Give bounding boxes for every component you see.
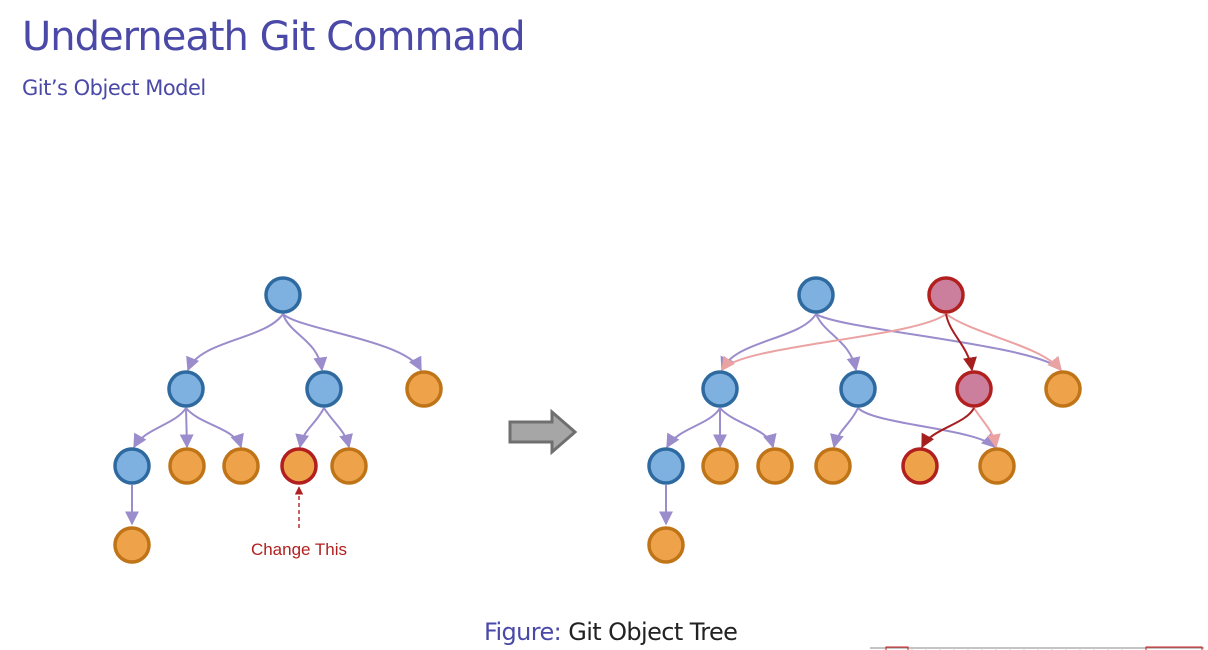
tree-node <box>167 370 205 408</box>
tree-node <box>839 370 877 408</box>
edge <box>973 407 1001 449</box>
change-annotation: Change This <box>251 540 347 559</box>
tree-node <box>305 370 343 408</box>
blob-node <box>405 370 443 408</box>
edge <box>185 407 244 449</box>
edge <box>815 313 861 372</box>
right-arrow-icon <box>508 408 578 456</box>
edge <box>830 407 859 449</box>
updated-tree <box>647 276 1082 564</box>
edge <box>945 313 1062 372</box>
blob-node <box>168 447 206 485</box>
new-blob-node <box>901 447 939 485</box>
blob-node <box>1044 370 1082 408</box>
edge <box>666 407 721 449</box>
edge <box>857 407 997 448</box>
original-tree: Change This <box>113 276 443 564</box>
edge <box>921 407 975 449</box>
changed-blob-node <box>280 447 318 485</box>
figure-caption: Figure: Git Object Tree <box>484 618 738 646</box>
caption-text: Git Object Tree <box>561 618 738 646</box>
new-tree-node <box>927 276 965 314</box>
blob-node <box>701 447 739 485</box>
tree-node <box>701 370 739 408</box>
new-tree-node <box>955 370 993 408</box>
blob-node <box>978 447 1016 485</box>
page-subtitle: Git’s Object Model <box>22 76 206 100</box>
edge <box>186 313 284 372</box>
edge <box>282 313 328 372</box>
blob-node <box>330 447 368 485</box>
edge <box>815 313 1062 372</box>
edge <box>295 407 325 449</box>
edge <box>323 407 353 449</box>
tree-node <box>647 447 685 485</box>
edge <box>719 407 777 449</box>
blob-node <box>756 447 794 485</box>
edge <box>721 313 947 372</box>
edge <box>179 407 194 449</box>
blob-node <box>647 526 685 564</box>
blob-node <box>113 526 151 564</box>
tree-node <box>113 447 151 485</box>
tree-node <box>797 276 835 314</box>
blob-node <box>222 447 260 485</box>
tree-node <box>264 276 302 314</box>
page-title: Underneath Git Command <box>22 14 526 60</box>
edge <box>282 313 422 372</box>
caption-prefix: Figure: <box>484 618 562 646</box>
edge <box>945 313 977 372</box>
blob-node <box>814 447 852 485</box>
edge <box>133 407 187 449</box>
